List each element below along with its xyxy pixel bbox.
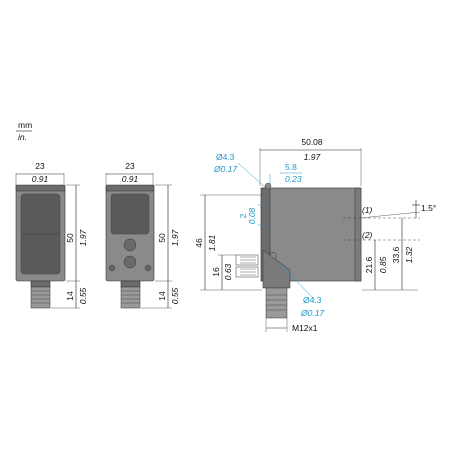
side-length-mm: 50.08 [301,137,323,147]
side-total-h-mm: 46 [194,238,204,248]
side-right-h-in: 1.32 [404,246,414,263]
side-view: 50.08 1.97 Ø4.3 Ø0.17 5.8 0.23 2 0.08 [194,137,436,333]
side-length-in: 1.97 [304,152,321,162]
rear-height-in: 1.97 [170,229,180,246]
callout-1: (1) [362,205,373,215]
side-axis-h-in: 0.85 [378,256,388,273]
side-hole-top-in: Ø0.17 [213,164,237,174]
front-conn-in: 0.55 [78,287,88,304]
side-small-mm: 2 [238,213,248,218]
unit-in-label: in. [18,132,27,142]
side-offset-mm: 5.8 [285,162,297,172]
side-offset-in: 0.23 [285,174,302,184]
side-small-in: 0.08 [247,207,257,224]
side-axis-h-mm: 21.6 [364,256,374,273]
side-total-h-in: 1.81 [207,234,217,251]
front-height-mm: 50 [65,233,75,243]
side-right-h-mm: 33.6 [391,246,401,263]
side-hole-top-mm: Ø4.3 [216,152,235,162]
rear-width-in: 0.91 [122,174,139,184]
front-conn-mm: 14 [65,291,75,301]
side-conn-h-mm: 16 [211,267,221,277]
unit-mm-label: mm [18,120,32,130]
rear-view: 23 0.91 50 1.97 14 0.55 [105,161,180,309]
side-conn-h-in: 0.63 [223,263,233,280]
side-hole-bot-in: Ø0.17 [300,308,324,318]
front-height-in: 1.97 [78,229,88,246]
rear-height-mm: 50 [157,233,167,243]
front-width-in: 0.91 [32,174,49,184]
rear-conn-mm: 14 [157,291,167,301]
callout-2: (2) [362,230,373,240]
rear-conn-in: 0.55 [170,287,180,304]
front-width-mm: 23 [35,161,45,171]
rear-width-mm: 23 [125,161,135,171]
front-view: 23 0.91 50 1.97 14 0.55 [15,161,88,309]
side-thread: M12x1 [292,323,318,333]
side-hole-bot-mm: Ø4.3 [303,295,322,305]
side-angle: 1.5° [421,203,436,213]
